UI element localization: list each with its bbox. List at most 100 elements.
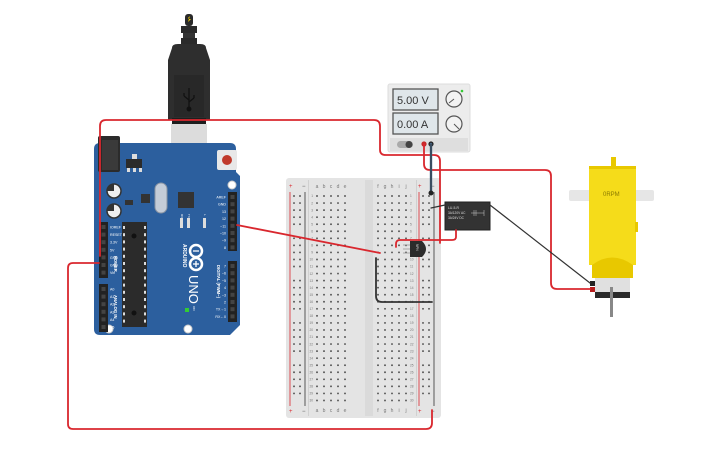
breadboard-hole[interactable] [316, 329, 318, 331]
breadboard-hole[interactable] [337, 357, 339, 360]
breadboard-hole[interactable] [316, 230, 318, 233]
breadboard-hole[interactable] [391, 272, 393, 275]
dc-power-supply[interactable]: 5.00 V 0.00 A [387, 83, 471, 153]
breadboard-hole[interactable] [344, 300, 346, 303]
rail-hole[interactable] [428, 209, 430, 212]
breadboard-hole[interactable] [405, 350, 407, 353]
rail-hole[interactable] [293, 223, 295, 226]
breadboard-hole[interactable] [391, 378, 393, 381]
breadboard-hole[interactable] [344, 385, 346, 388]
breadboard-hole[interactable] [344, 307, 346, 310]
breadboard-hole[interactable] [384, 279, 386, 282]
breadboard-hole[interactable] [323, 314, 325, 317]
rail-hole[interactable] [422, 343, 424, 345]
breadboard-hole[interactable] [323, 209, 325, 212]
breadboard-hole[interactable] [377, 237, 379, 240]
breadboard-hole[interactable] [337, 293, 339, 296]
breadboard-hole[interactable] [344, 399, 346, 402]
breadboard-hole[interactable] [384, 230, 386, 233]
breadboard-hole[interactable] [344, 223, 346, 226]
breadboard-hole[interactable] [384, 371, 386, 374]
header-pin[interactable] [230, 307, 235, 312]
breadboard-hole[interactable] [316, 202, 318, 204]
npn-transistor[interactable]: NPN [403, 241, 426, 257]
breadboard-hole[interactable] [330, 272, 332, 275]
breadboard-hole[interactable] [398, 371, 400, 374]
breadboard-hole[interactable] [377, 307, 379, 310]
breadboard-hole[interactable] [384, 336, 386, 338]
breadboard-hole[interactable] [330, 357, 332, 360]
breadboard-hole[interactable] [398, 378, 400, 381]
breadboard-hole[interactable] [377, 265, 379, 268]
breadboard-hole[interactable] [344, 279, 346, 282]
breadboard-hole[interactable] [384, 329, 386, 331]
breadboard-hole[interactable] [377, 343, 379, 345]
breadboard-hole[interactable] [316, 378, 318, 381]
rail-hole[interactable] [293, 385, 295, 388]
breadboard-hole[interactable] [330, 258, 332, 261]
breadboard-hole[interactable] [337, 300, 339, 303]
breadboard-hole[interactable] [330, 265, 332, 268]
breadboard-hole[interactable] [405, 378, 407, 381]
breadboard-hole[interactable] [337, 216, 339, 219]
breadboard-hole[interactable] [398, 307, 400, 310]
wire-relay-transistor[interactable] [395, 229, 457, 248]
breadboard-hole[interactable] [316, 265, 318, 268]
arduino-uno-board[interactable]: RX TX L ARDUINO UNO ON AREFGND1312~11~10… [94, 136, 240, 335]
breadboard-hole[interactable] [316, 237, 318, 240]
motor-terminal-positive[interactable] [590, 287, 595, 292]
breadboard-hole[interactable] [384, 202, 386, 204]
breadboard-hole[interactable] [384, 314, 386, 317]
rail-hole[interactable] [293, 251, 295, 254]
breadboard-hole[interactable] [323, 307, 325, 310]
rail-hole[interactable] [293, 244, 295, 247]
breadboard-hole[interactable] [344, 237, 346, 240]
breadboard-hole[interactable] [330, 293, 332, 296]
breadboard-hole[interactable] [337, 371, 339, 374]
breadboard-hole[interactable] [377, 350, 379, 353]
rail-hole[interactable] [299, 223, 301, 226]
rail-hole[interactable] [293, 300, 295, 303]
breadboard-hole[interactable] [377, 202, 379, 204]
breadboard-hole[interactable] [316, 399, 318, 402]
breadboard-hole[interactable] [337, 258, 339, 261]
breadboard-hole[interactable] [377, 195, 379, 197]
breadboard-hole[interactable] [398, 209, 400, 212]
rail-hole[interactable] [422, 364, 424, 367]
breadboard-hole[interactable] [344, 230, 346, 233]
breadboard-hole[interactable] [398, 244, 400, 247]
rail-hole[interactable] [428, 385, 430, 388]
breadboard-hole[interactable] [398, 251, 400, 254]
breadboard-hole[interactable] [330, 378, 332, 381]
breadboard-hole[interactable] [398, 293, 400, 296]
breadboard-hole[interactable] [405, 279, 407, 282]
breadboard-hole[interactable] [377, 392, 379, 395]
breadboard-hole[interactable] [405, 336, 407, 338]
header-pin[interactable] [230, 300, 235, 304]
breadboard-hole[interactable] [337, 209, 339, 212]
breadboard-hole[interactable] [398, 265, 400, 268]
header-pin[interactable] [230, 285, 235, 290]
breadboard-hole[interactable] [337, 321, 339, 324]
rail-hole[interactable] [299, 209, 301, 212]
breadboard-hole[interactable] [398, 258, 400, 261]
breadboard-hole[interactable] [384, 343, 386, 345]
breadboard-hole[interactable] [391, 279, 393, 282]
breadboard-hole[interactable] [405, 321, 407, 324]
breadboard-hole[interactable] [391, 258, 393, 261]
wire-black-jumper[interactable] [375, 257, 433, 303]
rail-hole[interactable] [428, 293, 430, 296]
breadboard-hole[interactable] [330, 371, 332, 374]
rail-hole[interactable] [299, 364, 301, 367]
breadboard-hole[interactable] [398, 272, 400, 275]
breadboard-hole[interactable] [337, 223, 339, 226]
breadboard-hole[interactable] [384, 385, 386, 388]
breadboard-hole[interactable] [391, 251, 393, 254]
rail-hole[interactable] [428, 265, 430, 268]
breadboard-hole[interactable] [344, 371, 346, 374]
breadboard-hole[interactable] [337, 314, 339, 317]
rail-hole[interactable] [422, 209, 424, 212]
rail-hole[interactable] [422, 202, 424, 204]
breadboard-hole[interactable] [337, 279, 339, 282]
breadboard-hole[interactable] [405, 329, 407, 331]
